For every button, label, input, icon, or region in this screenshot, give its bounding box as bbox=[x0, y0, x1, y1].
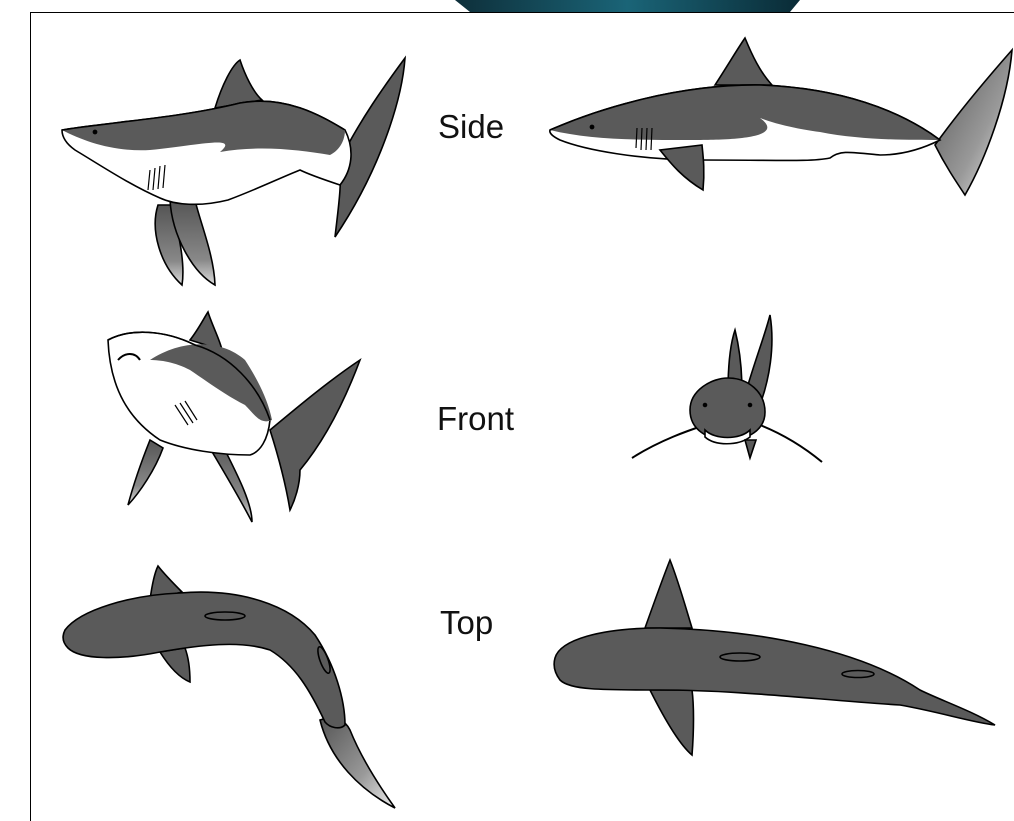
shark-top-straight bbox=[554, 560, 995, 755]
shark-front-straight bbox=[632, 315, 822, 462]
shark-front-turning bbox=[108, 312, 360, 522]
label-side: Side bbox=[438, 108, 504, 146]
shark-top-turning bbox=[63, 566, 395, 808]
shark-side-turning bbox=[62, 58, 405, 285]
label-front: Front bbox=[437, 400, 514, 438]
label-top: Top bbox=[440, 604, 493, 642]
shark-side-straight bbox=[550, 38, 1012, 195]
